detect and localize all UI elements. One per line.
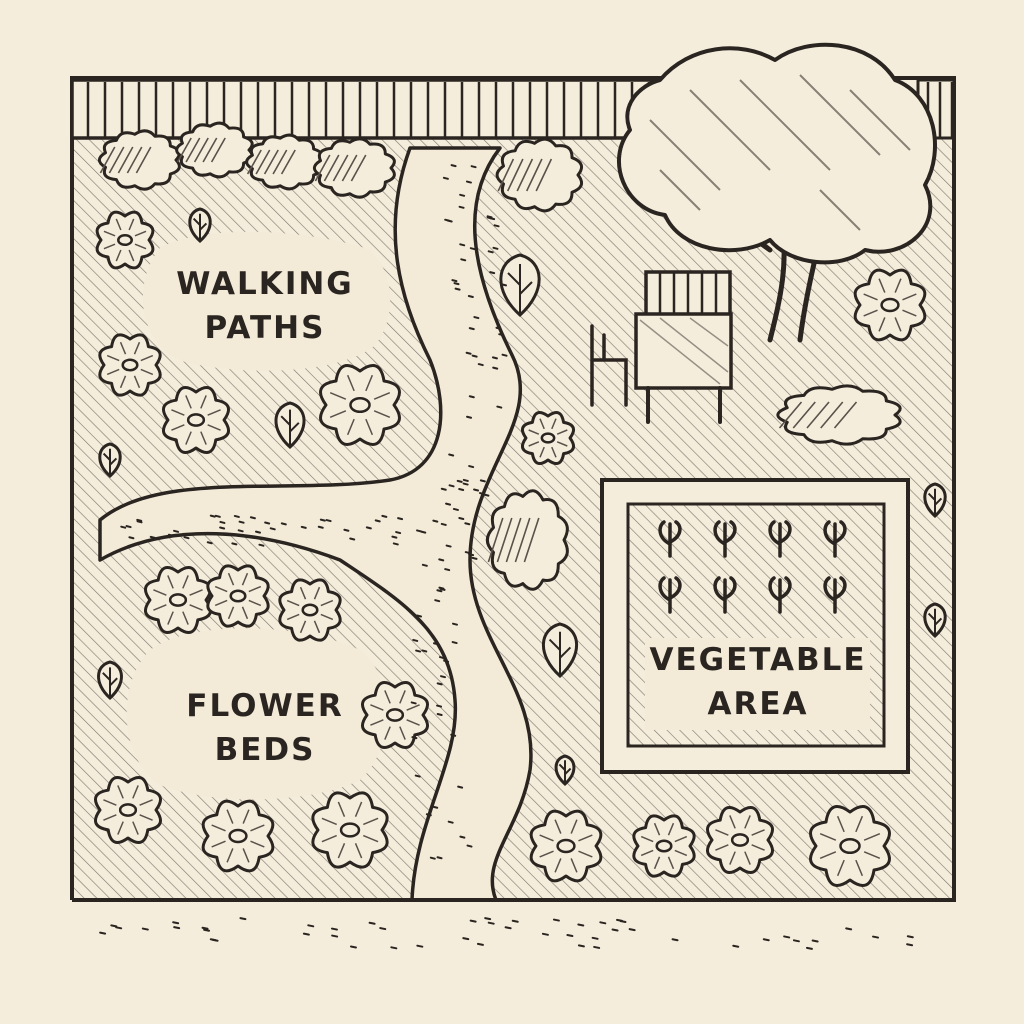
shrub-icon <box>776 384 902 446</box>
flower-icon <box>93 775 163 845</box>
plantings <box>93 121 947 950</box>
shrub-icon <box>97 129 181 191</box>
sprig-icon <box>542 622 578 679</box>
seedling-icon <box>823 576 847 614</box>
flower-icon <box>529 809 603 883</box>
shrub-icon <box>175 121 254 179</box>
flower-icon <box>520 410 576 466</box>
shrub-icon <box>485 489 569 591</box>
chair <box>590 324 628 407</box>
sprig-icon <box>923 602 947 639</box>
seedling-icon <box>713 576 737 614</box>
ground-stipple <box>99 164 914 950</box>
tree <box>617 42 937 343</box>
shrub-icon <box>245 133 324 191</box>
sprig-icon <box>274 401 306 450</box>
label-vegetable-area: VEGETABLE AREA <box>630 638 886 726</box>
flower-icon <box>705 805 775 875</box>
label-vegetable-area-line-1: VEGETABLE <box>649 642 867 678</box>
seedling-icon <box>823 520 847 558</box>
table <box>634 312 733 424</box>
label-walking-paths: WALKING PATHS <box>150 262 380 350</box>
flower-icon <box>311 791 389 869</box>
seedling-icon <box>658 576 682 614</box>
label-flower-beds: FLOWER BEDS <box>140 684 390 772</box>
sprig-icon <box>554 754 576 787</box>
flower-icon <box>809 805 891 887</box>
fence <box>70 76 956 902</box>
label-flower-beds-line-1: FLOWER <box>186 688 344 724</box>
seedling-icon <box>768 576 792 614</box>
sprig-icon <box>499 253 541 318</box>
walking-paths-clearing <box>142 231 391 371</box>
flower-icon <box>161 385 231 455</box>
label-walking-paths-line-2: PATHS <box>204 310 326 346</box>
sprig-icon <box>188 207 212 244</box>
flower-icon <box>98 333 162 397</box>
flower-icon <box>95 210 155 270</box>
flower-icon <box>319 364 401 446</box>
flower-icon <box>278 578 342 642</box>
flower-icon <box>143 565 213 635</box>
sprig-icon <box>97 660 123 701</box>
shrub-icon <box>312 137 396 199</box>
flower-beds-clearing <box>126 628 387 800</box>
seedling-icon <box>768 520 792 558</box>
garden-boundary <box>70 76 956 902</box>
flower-icon <box>201 799 275 873</box>
seedling-icon <box>713 520 737 558</box>
shrub-icon <box>495 137 584 213</box>
fence-panel <box>70 78 664 140</box>
sprig-icon <box>98 442 122 479</box>
flower-icon <box>360 680 430 750</box>
bench <box>644 270 732 320</box>
flower-icon <box>206 564 270 628</box>
label-vegetable-area-line-2: AREA <box>707 686 809 722</box>
vegetable-area-label-clearing <box>645 638 870 730</box>
sprig-icon <box>923 482 947 519</box>
label-flower-beds-line-2: BEDS <box>214 732 316 768</box>
flower-icon <box>632 814 696 878</box>
seedling-icon <box>658 520 682 558</box>
label-walking-paths-line-1: WALKING <box>176 266 354 302</box>
walking-path <box>98 146 533 902</box>
flower-icon <box>853 268 927 342</box>
